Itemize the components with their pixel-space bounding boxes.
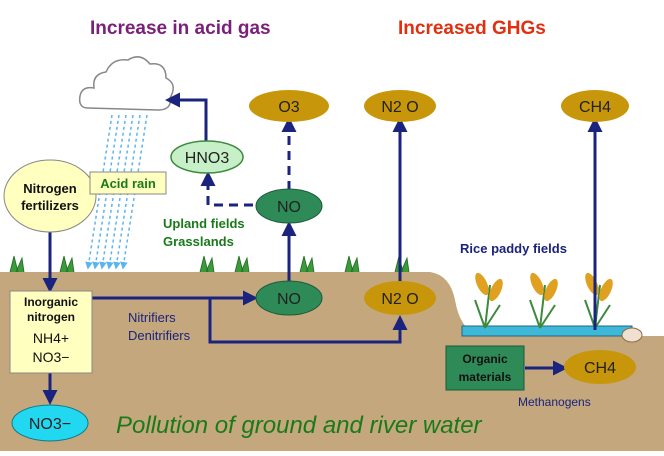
svg-text:CH4: CH4 bbox=[579, 99, 611, 116]
svg-text:fertilizers: fertilizers bbox=[21, 198, 79, 213]
acid-rain-label: Acid rain bbox=[89, 171, 167, 195]
arrow-to-n2o-lower bbox=[208, 298, 408, 344]
label-pollution: Pollution of ground and river water bbox=[116, 412, 483, 439]
svg-text:N2 O: N2 O bbox=[381, 291, 418, 308]
inorganic-nitrogen-box: Inorganic nitrogen NH4+ NO3− bbox=[9, 290, 93, 374]
svg-text:Organic: Organic bbox=[462, 352, 508, 366]
soil-ground bbox=[0, 272, 664, 451]
arrow-hno3-to-cloud bbox=[165, 92, 208, 143]
label-upland: Upland fields bbox=[163, 216, 245, 231]
rice-plants-icon bbox=[474, 272, 613, 329]
svg-text:N2 O: N2 O bbox=[381, 99, 418, 116]
label-grasslands: Grasslands bbox=[163, 234, 234, 249]
node-no-upper: NO bbox=[255, 188, 323, 224]
flow-arrows bbox=[42, 92, 603, 405]
svg-text:Nitrogen: Nitrogen bbox=[23, 181, 77, 196]
label-methanogens: Methanogens bbox=[518, 395, 591, 409]
svg-text:O3: O3 bbox=[278, 99, 299, 116]
node-no3-bottom: NO3− bbox=[11, 404, 89, 442]
heading-ghg: Increased GHGs bbox=[398, 18, 546, 39]
cloud-icon bbox=[78, 56, 174, 111]
svg-text:NO3−: NO3− bbox=[29, 416, 71, 433]
svg-text:Inorganic: Inorganic bbox=[24, 295, 78, 309]
acid-rain-lines bbox=[85, 114, 148, 270]
svg-text:NO: NO bbox=[277, 291, 301, 308]
svg-text:materials: materials bbox=[459, 370, 512, 384]
svg-text:NH4+: NH4+ bbox=[33, 330, 69, 346]
arrow-no-to-hno3 bbox=[200, 171, 268, 207]
heading-acid-gas: Increase in acid gas bbox=[90, 18, 271, 39]
node-nitrogen-fertilizers: Nitrogen fertilizers bbox=[3, 159, 97, 233]
label-denitrifiers: Denitrifiers bbox=[128, 328, 191, 343]
node-n2o-lower: N2 O bbox=[364, 281, 436, 315]
svg-text:nitrogen: nitrogen bbox=[27, 310, 75, 324]
node-ch4-top: CH4 bbox=[561, 90, 629, 122]
paddy-drain-pipe bbox=[621, 327, 643, 343]
node-n2o-top: N2 O bbox=[364, 90, 436, 122]
svg-text:NO: NO bbox=[277, 199, 301, 216]
svg-text:HNO3: HNO3 bbox=[185, 150, 230, 167]
node-hno3: HNO3 bbox=[170, 140, 244, 174]
node-no-lower: NO bbox=[255, 280, 323, 316]
node-o3: O3 bbox=[249, 90, 329, 122]
grass-tufts bbox=[9, 255, 410, 273]
svg-text:CH4: CH4 bbox=[584, 360, 616, 377]
svg-text:Acid rain: Acid rain bbox=[100, 176, 156, 191]
svg-text:NO3−: NO3− bbox=[33, 349, 70, 365]
label-rice-paddy: Rice paddy fields bbox=[460, 241, 567, 256]
label-nitrifiers: Nitrifiers bbox=[128, 310, 176, 325]
organic-materials-box: Organic materials bbox=[445, 345, 525, 391]
paddy-water bbox=[461, 325, 633, 337]
node-ch4-lower: CH4 bbox=[564, 350, 636, 384]
